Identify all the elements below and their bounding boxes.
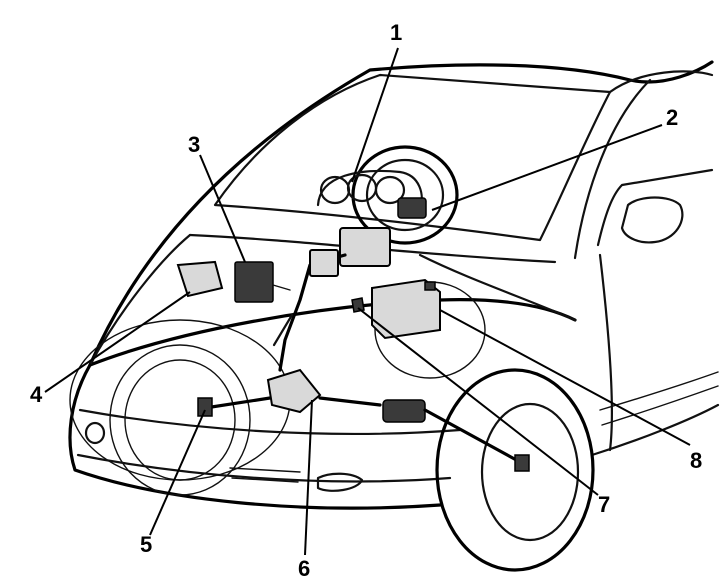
tie-rod-end-left (197, 397, 213, 417)
callout-labels: 1 2 3 4 5 6 7 8 (30, 20, 702, 581)
leader-5 (149, 409, 206, 536)
leader-2 (431, 124, 663, 211)
bumper-line-2 (76, 453, 452, 483)
steering-rack (203, 396, 382, 410)
callout-8: 8 (690, 448, 702, 473)
callout-3: 3 (188, 132, 200, 157)
door-front-edge (573, 78, 652, 260)
battery (371, 278, 441, 340)
leader-7 (357, 307, 599, 496)
steering-gear-housing (266, 368, 322, 414)
steering-wheel-inner (365, 158, 445, 232)
side-molding-2 (601, 385, 719, 426)
eps-ecu (339, 227, 391, 267)
gauge-3 (374, 175, 406, 205)
windshield (213, 73, 612, 242)
a-pillar (608, 70, 714, 94)
hood-front-edge (88, 298, 577, 367)
rack-boot-right (382, 399, 426, 423)
battery-terminal (424, 281, 436, 291)
steering-assembly (272, 145, 459, 372)
column-motor (309, 249, 339, 277)
leader-4 (44, 291, 191, 393)
callout-7: 7 (598, 492, 610, 517)
door-lower-line (598, 253, 614, 452)
front-bumper (68, 363, 442, 510)
tie-rod-end-right (514, 454, 530, 472)
leader-6 (304, 399, 313, 556)
relay (351, 297, 365, 313)
callout-1: 1 (390, 20, 402, 45)
leader-8 (439, 309, 691, 446)
fluid-reservoir (176, 260, 224, 298)
side-mirror (620, 196, 684, 244)
roof-line (88, 60, 714, 367)
door-window (596, 168, 714, 247)
grille-slot (229, 467, 301, 473)
callout-4: 4 (30, 382, 43, 407)
leader-3 (199, 154, 246, 263)
callout-2: 2 (666, 105, 678, 130)
cluster-hood (316, 169, 423, 212)
torque-sensor (397, 197, 427, 219)
side-molding (599, 371, 719, 411)
front-right-wheel-rim (480, 402, 580, 542)
tie-rod-right (423, 408, 522, 464)
rack-boot (382, 399, 426, 423)
front-right-wheel (435, 368, 595, 572)
instrument-cluster (316, 169, 423, 212)
control-module-connector (272, 284, 291, 291)
hood-crease (418, 253, 577, 322)
intermediate-shaft (272, 313, 294, 347)
front-left-wheel-ring (109, 344, 251, 496)
callout-leaders (44, 47, 691, 556)
callout-5: 5 (140, 532, 152, 557)
steering-wheel (351, 145, 459, 245)
fog-lamp-right (316, 472, 364, 492)
control-module (234, 261, 274, 303)
hood-side-line (88, 233, 192, 367)
engine-parts (176, 260, 530, 472)
fog-lamp-left (84, 421, 106, 445)
leader-1 (351, 47, 399, 183)
callout-6: 6 (298, 556, 310, 581)
grille-slot-2 (231, 477, 299, 483)
